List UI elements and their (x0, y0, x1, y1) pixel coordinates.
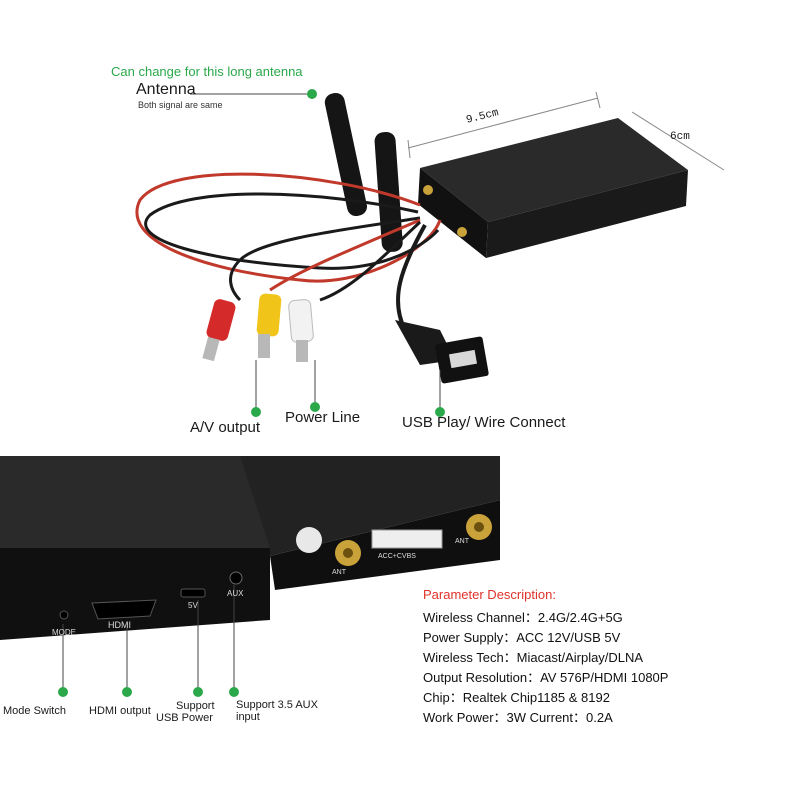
port-label-acc-cvbs: ACC+CVBS (378, 553, 416, 560)
port-label-ant-left: ANT (332, 569, 346, 576)
param-line: Power Supply：ACC 12V/USB 5V (423, 630, 621, 645)
dimension-lines (407, 91, 725, 171)
callout-aux-1: Support 3.5 AUX (236, 699, 318, 711)
callout-dot-hdmi (122, 687, 132, 697)
cables (135, 172, 442, 331)
port-label-5v: 5V (188, 601, 198, 610)
callout-dot-power (310, 402, 320, 412)
callout-dot-usb (435, 407, 445, 417)
device-top-box (418, 118, 688, 258)
port-label-aux: AUX (227, 589, 244, 598)
param-line: Work Power：3W Current：0.2A (423, 710, 613, 725)
port-label-mode: MODE (52, 628, 76, 637)
callout-dot-mode (58, 687, 68, 697)
callout-dot-av (251, 407, 261, 417)
param-line: Chip：Realtek Chip1185 & 8192 (423, 690, 610, 705)
port-label-hdmi: HDMI (108, 620, 131, 630)
rca-plug-yellow (256, 293, 282, 358)
callout-dot-antenna (307, 89, 317, 99)
power-line-label: Power Line (285, 409, 361, 426)
av-output-label: A/V output (190, 419, 261, 436)
param-line: Wireless Channel：2.4G/2.4G+5G (423, 610, 623, 625)
rca-plug-white (288, 299, 314, 362)
callout-usb-power-1: Support (176, 700, 215, 712)
param-line: Output Resolution：AV 576P/HDMI 1080P (423, 670, 669, 685)
callout-usb-power-2: USB Power (156, 712, 213, 724)
antenna-title: Antenna (136, 81, 196, 98)
antenna-note: Can change for this long antenna (111, 64, 303, 79)
param-line: Wireless Tech：Miacast/Airplay/DLNA (423, 650, 644, 665)
usb-label: USB Play/ Wire Connect (402, 414, 566, 431)
callout-hdmi-output: HDMI output (89, 705, 151, 717)
device-photo-bottom (0, 456, 500, 640)
usb-connector (395, 320, 489, 384)
callout-mode-switch: Mode Switch (3, 705, 66, 717)
param-title: Parameter Description: (423, 587, 556, 602)
leader-lines-bottom (62, 585, 235, 692)
leader-lines-top (190, 93, 441, 412)
rca-plug-red (202, 299, 236, 362)
port-label-ant-right: ANT (455, 538, 469, 545)
antenna-subtitle: Both signal are same (138, 100, 223, 110)
callout-dot-aux (229, 687, 239, 697)
callout-aux-2: input (236, 711, 260, 723)
dimension-width: 6cm (670, 131, 690, 143)
callout-dot-5v (193, 687, 203, 697)
